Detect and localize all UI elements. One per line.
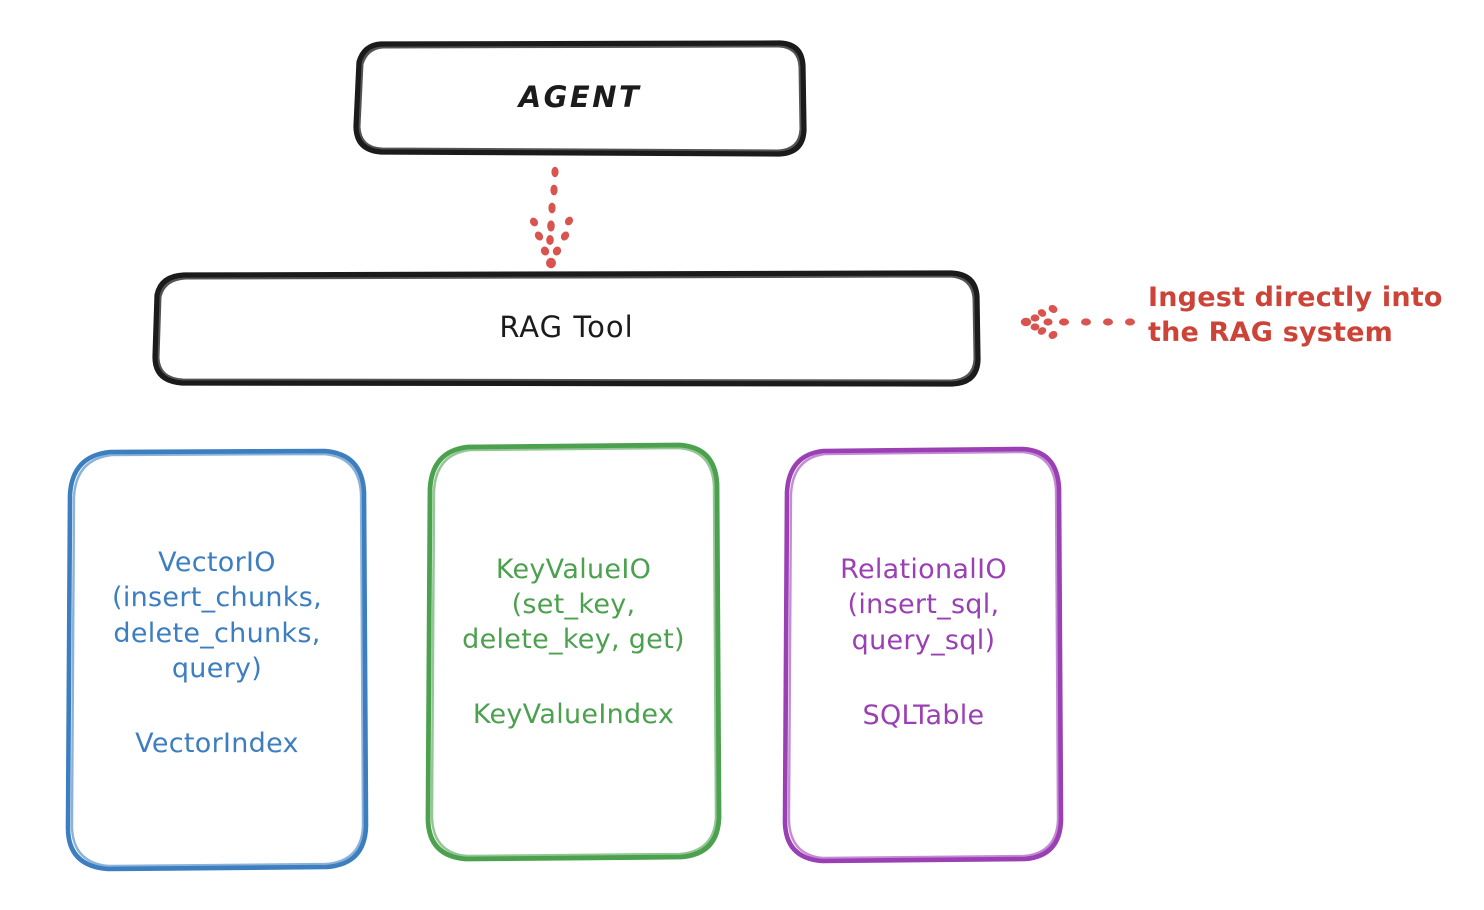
connector-ingest-to-rag-tool: [1020, 304, 1135, 340]
vector-io-content: VectorIO (insert_chunks, delete_chunks, …: [68, 545, 366, 758]
vector-io-index: VectorIndex: [135, 727, 299, 759]
agent-label: AGENT: [518, 80, 642, 115]
relational-io-index: SQLTable: [862, 699, 985, 731]
ingest-annotation-label: Ingest directly into the RAG system: [1148, 282, 1443, 349]
key-value-io-index: KeyValueIndex: [472, 699, 675, 731]
vector-io-node[interactable]: VectorIO (insert_chunks, delete_chunks, …: [68, 450, 366, 870]
relational-io-content: RelationalIO (insert_sql, query_sql) SQL…: [785, 552, 1062, 730]
connector-agent-to-rag-tool: [529, 166, 574, 269]
key-value-io-signature: KeyValueIO (set_key, delete_key, get): [462, 553, 685, 656]
key-value-io-node[interactable]: KeyValueIO (set_key, delete_key, get) Ke…: [428, 446, 719, 860]
key-value-io-content: KeyValueIO (set_key, delete_key, get) Ke…: [428, 552, 719, 730]
vector-io-signature: VectorIO (insert_chunks, delete_chunks, …: [112, 547, 322, 684]
relational-io-signature: RelationalIO (insert_sql, query_sql): [840, 554, 1007, 656]
agent-node[interactable]: AGENT: [355, 42, 805, 154]
rag-tool-label: RAG Tool: [499, 310, 634, 345]
relational-io-node[interactable]: RelationalIO (insert_sql, query_sql) SQL…: [785, 449, 1062, 862]
rag-tool-node[interactable]: RAG Tool: [155, 272, 978, 384]
